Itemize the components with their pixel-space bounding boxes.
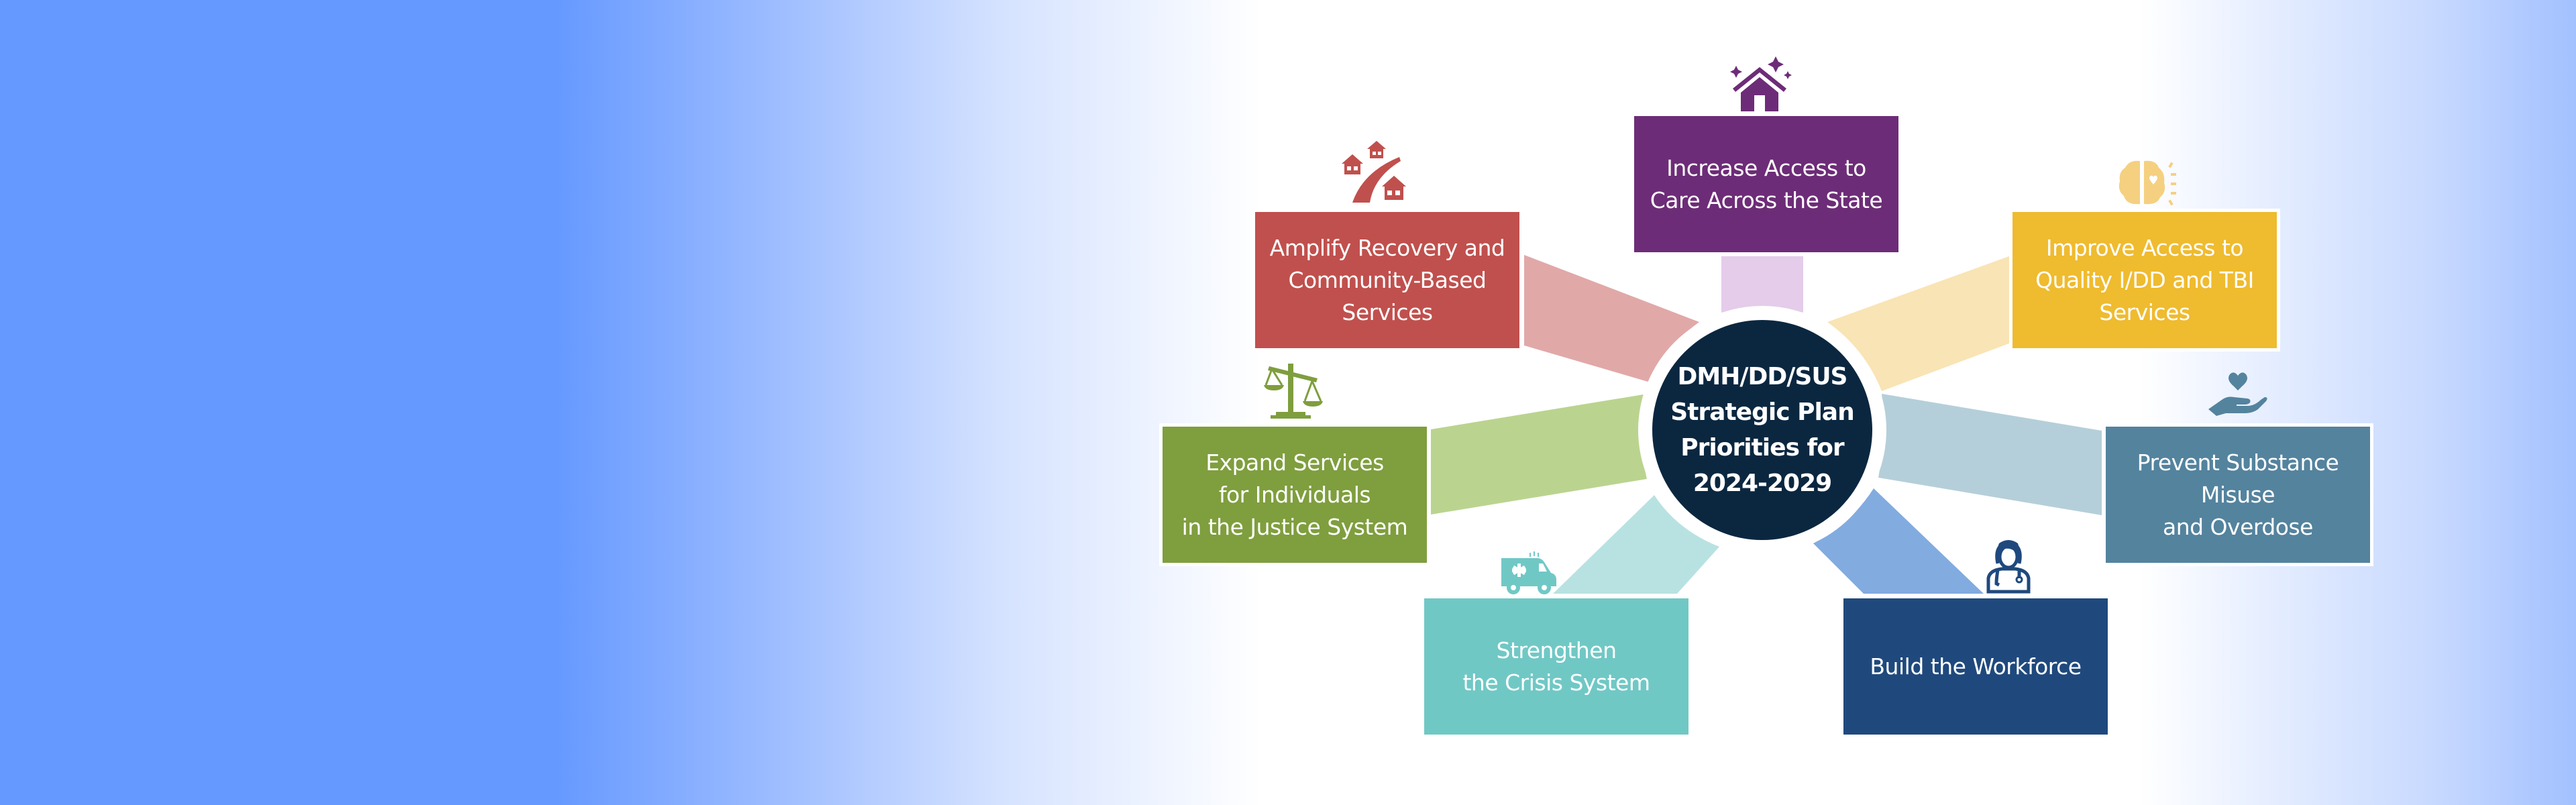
community-path-icon xyxy=(1342,141,1406,203)
center-title-text: DMH/DD/SUS Strategic Plan Priorities for… xyxy=(1670,363,1854,497)
brain-heart-icon xyxy=(2118,160,2176,206)
center-title: DMH/DD/SUS Strategic Plan Priorities for… xyxy=(1652,320,1872,540)
connector-idd-tbi xyxy=(1827,256,2009,391)
priority-label: Increase Access to Care Across the State xyxy=(1650,154,1883,213)
priority-substance[interactable]: Prevent Substance Misuse and Overdose xyxy=(2106,427,2370,563)
center-circle xyxy=(1652,320,1872,540)
scales-icon xyxy=(1264,364,1323,419)
priority-label: Expand Services for Individuals in the J… xyxy=(1181,449,1408,540)
priority-label: Amplify Recovery and Community-Based Ser… xyxy=(1269,234,1505,325)
priority-recovery[interactable]: Amplify Recovery and Community-Based Ser… xyxy=(1255,212,1519,348)
house-sparkle-icon xyxy=(1730,56,1792,111)
priority-label: Build the Workforce xyxy=(1870,653,2082,680)
priority-justice[interactable]: Expand Services for Individuals in the J… xyxy=(1163,427,1427,563)
priority-access-care[interactable]: Increase Access to Care Across the State xyxy=(1634,116,1898,252)
connector-crisis xyxy=(1553,495,1719,594)
priority-workforce[interactable]: Build the Workforce xyxy=(1843,598,2108,735)
connector-recovery xyxy=(1524,255,1699,382)
connector-workforce xyxy=(1813,488,1984,594)
ambulance-icon xyxy=(1501,551,1556,594)
priority-label: Improve Access to Quality I/DD and TBI S… xyxy=(2035,234,2254,325)
priority-crisis[interactable]: Strengthen the Crisis System xyxy=(1424,598,1688,735)
doctor-icon xyxy=(1986,540,2031,594)
hand-heart-icon xyxy=(2208,372,2267,416)
priority-label: Strengthen the Crisis System xyxy=(1462,637,1650,696)
connector-substance xyxy=(1878,394,2102,515)
priority-label: Prevent Substance Misuse and Overdose xyxy=(2137,449,2339,540)
connector-access-care xyxy=(1721,256,1803,313)
connector-justice xyxy=(1431,394,1647,515)
priority-idd-tbi[interactable]: Improve Access to Quality I/DD and TBI S… xyxy=(2012,212,2277,348)
